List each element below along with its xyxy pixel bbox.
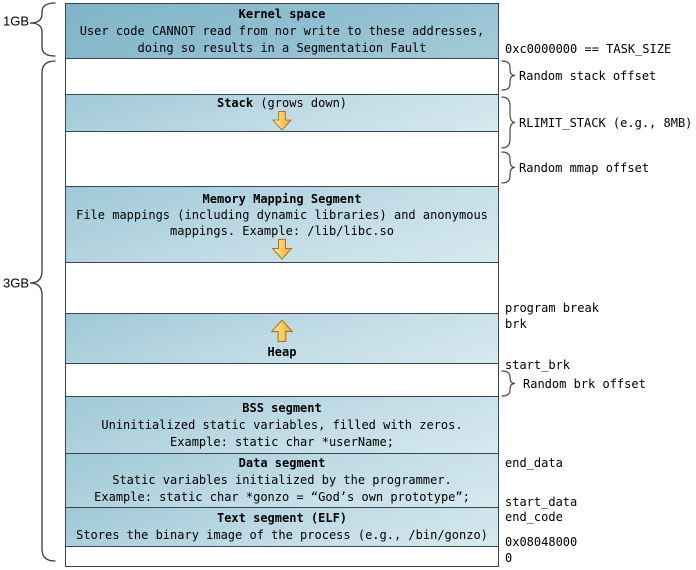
heap-title: Heap xyxy=(267,345,297,359)
bss-segment-title: BSS segment xyxy=(242,401,322,415)
label-program-break: program break xyxy=(505,301,599,315)
unallocated-gap xyxy=(65,263,499,314)
stack-title: Stack (grows down) xyxy=(66,96,498,111)
text-segment-title: Text segment (ELF) xyxy=(216,511,348,525)
random-mmap-offset-gap xyxy=(65,132,499,187)
bss-segment-block: BSS segment Uninitialized static variabl… xyxy=(65,397,499,454)
stack-title-suffix: (grows down) xyxy=(253,96,348,110)
label-end-data: end_data xyxy=(505,456,563,470)
data-segment-block: Data segment Static variables initialize… xyxy=(65,454,499,508)
label-brk: brk xyxy=(505,317,527,331)
label-zero-address: 0 xyxy=(505,551,513,565)
random-stack-offset-gap xyxy=(65,59,499,95)
bss-segment-text-line1: Uninitialized static variables, filled w… xyxy=(101,418,463,432)
right-brace-random-mmap-offset xyxy=(501,151,516,184)
kernel-space-text-line1: User code CANNOT read from nor write to … xyxy=(79,24,485,38)
memory-mapping-title: Memory Mapping Segment xyxy=(202,192,362,206)
data-segment-text-line2: Example: static char *gonzo = “God’s own… xyxy=(94,490,470,504)
grows-down-arrow-icon xyxy=(271,111,293,131)
label-random-mmap-offset: Random mmap offset xyxy=(519,161,650,175)
stack-title-bold: Stack xyxy=(216,96,254,110)
memory-mapping-text-line1: File mappings (including dynamic librari… xyxy=(76,208,488,222)
memory-mapping-segment-block: Memory Mapping Segment File mappings (in… xyxy=(65,187,499,263)
data-segment-title: Data segment xyxy=(238,456,326,470)
kernel-space-text-line2: doing so results in a Segmentation Fault xyxy=(137,41,427,55)
label-start-brk: start_brk xyxy=(505,358,571,372)
heap-block: Heap xyxy=(65,314,499,364)
right-brace-random-brk-offset xyxy=(501,370,516,397)
kernel-space-block: Kernel space User code CANNOT read from … xyxy=(65,3,499,59)
left-brace-3gb xyxy=(29,60,56,562)
label-rlimit-stack: RLIMIT_STACK (e.g., 8MB) xyxy=(519,116,693,130)
kernel-space-title: Kernel space xyxy=(238,7,326,21)
stack-block: Stack (grows down) xyxy=(65,95,499,132)
label-text-start-address: 0x08048000 xyxy=(505,535,578,549)
label-end-code: end_code xyxy=(505,510,563,524)
random-brk-offset-gap xyxy=(65,364,499,397)
bss-segment-text-line2: Example: static char *userName; xyxy=(170,435,394,449)
text-segment-text-line1: Stores the binary image of the process (… xyxy=(76,528,488,542)
label-start-data: start_data xyxy=(505,495,578,509)
grows-up-arrow-icon xyxy=(270,319,294,342)
memory-mapping-text-line2: mappings. Example: /lib/libc.so xyxy=(170,224,394,238)
label-task-size: 0xc0000000 == TASK_SIZE xyxy=(505,42,672,56)
user-size-label: 3GB xyxy=(3,275,30,291)
data-segment-text-line1: Static variables initialized by the prog… xyxy=(112,473,452,487)
right-brace-random-stack-offset xyxy=(501,60,516,91)
left-brace-1gb xyxy=(29,2,56,57)
grows-down-arrow-icon xyxy=(271,239,293,260)
bottom-unmapped-gap xyxy=(65,547,499,567)
right-brace-rlimit-stack xyxy=(501,96,516,149)
kernel-size-label: 1GB xyxy=(3,13,30,29)
label-random-brk-offset: Random brk offset xyxy=(523,377,646,391)
label-random-stack-offset: Random stack offset xyxy=(519,69,657,83)
text-segment-block: Text segment (ELF) Stores the binary ima… xyxy=(65,508,499,547)
